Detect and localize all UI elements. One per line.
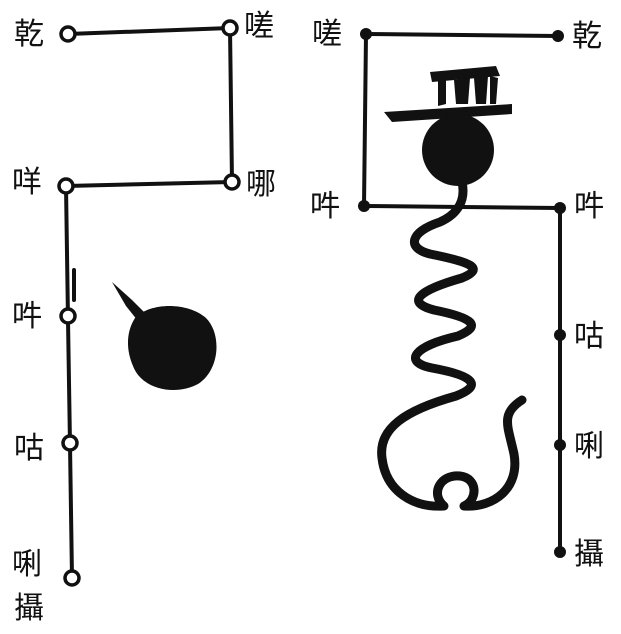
left-label-qian: 乾 xyxy=(14,17,44,52)
right-label-she: 攝 xyxy=(574,537,604,572)
serpentine-stroke xyxy=(377,177,527,511)
right-nodes xyxy=(358,28,566,558)
right-label-qian: 乾 xyxy=(572,19,602,54)
glyph-top-stroke xyxy=(430,66,500,82)
glyph-mid-stroke-b xyxy=(474,76,488,104)
node-circle xyxy=(57,177,75,195)
drop-body xyxy=(127,306,217,390)
left-label-hong: 吽 xyxy=(12,299,42,334)
glyph-right-stroke xyxy=(490,76,498,104)
left-label-gu: 咕 xyxy=(14,431,44,466)
node-circle xyxy=(61,434,79,452)
node-dot xyxy=(358,200,370,212)
left-label-na: 哪 xyxy=(246,167,276,202)
right-left-vertical xyxy=(362,32,368,208)
node-dot xyxy=(554,439,566,451)
ink-ball xyxy=(422,114,494,186)
node-dot xyxy=(554,546,566,558)
node-dot xyxy=(360,28,372,40)
node-dot xyxy=(554,329,566,341)
right-top-line xyxy=(364,32,560,38)
node-circle xyxy=(59,307,77,325)
node-dot xyxy=(552,30,564,42)
glyph-base-stroke xyxy=(384,104,512,122)
node-circle xyxy=(221,19,239,37)
left-label-jie: 嗟 xyxy=(244,9,274,44)
node-circle xyxy=(63,569,81,587)
node-circle xyxy=(59,25,77,43)
glyph-left-stroke xyxy=(438,76,446,106)
left-label-li: 唎 xyxy=(12,547,42,582)
right-label-li: 唎 xyxy=(574,429,604,464)
right-label-gu: 咕 xyxy=(574,319,604,354)
left-nodes xyxy=(57,19,241,587)
right-label-hong-left: 吽 xyxy=(310,189,340,224)
left-label-mie: 咩 xyxy=(12,165,42,200)
calligraphy-glyph xyxy=(384,66,512,122)
glyph-mid-stroke-a xyxy=(454,78,470,104)
right-label-hong-right: 吽 xyxy=(574,189,604,224)
node-circle xyxy=(223,173,241,191)
node-dot xyxy=(554,202,566,214)
right-label-jie: 嗟 xyxy=(312,17,342,52)
left-drop-shape xyxy=(112,282,217,390)
left-label-she: 攝 xyxy=(14,591,44,626)
